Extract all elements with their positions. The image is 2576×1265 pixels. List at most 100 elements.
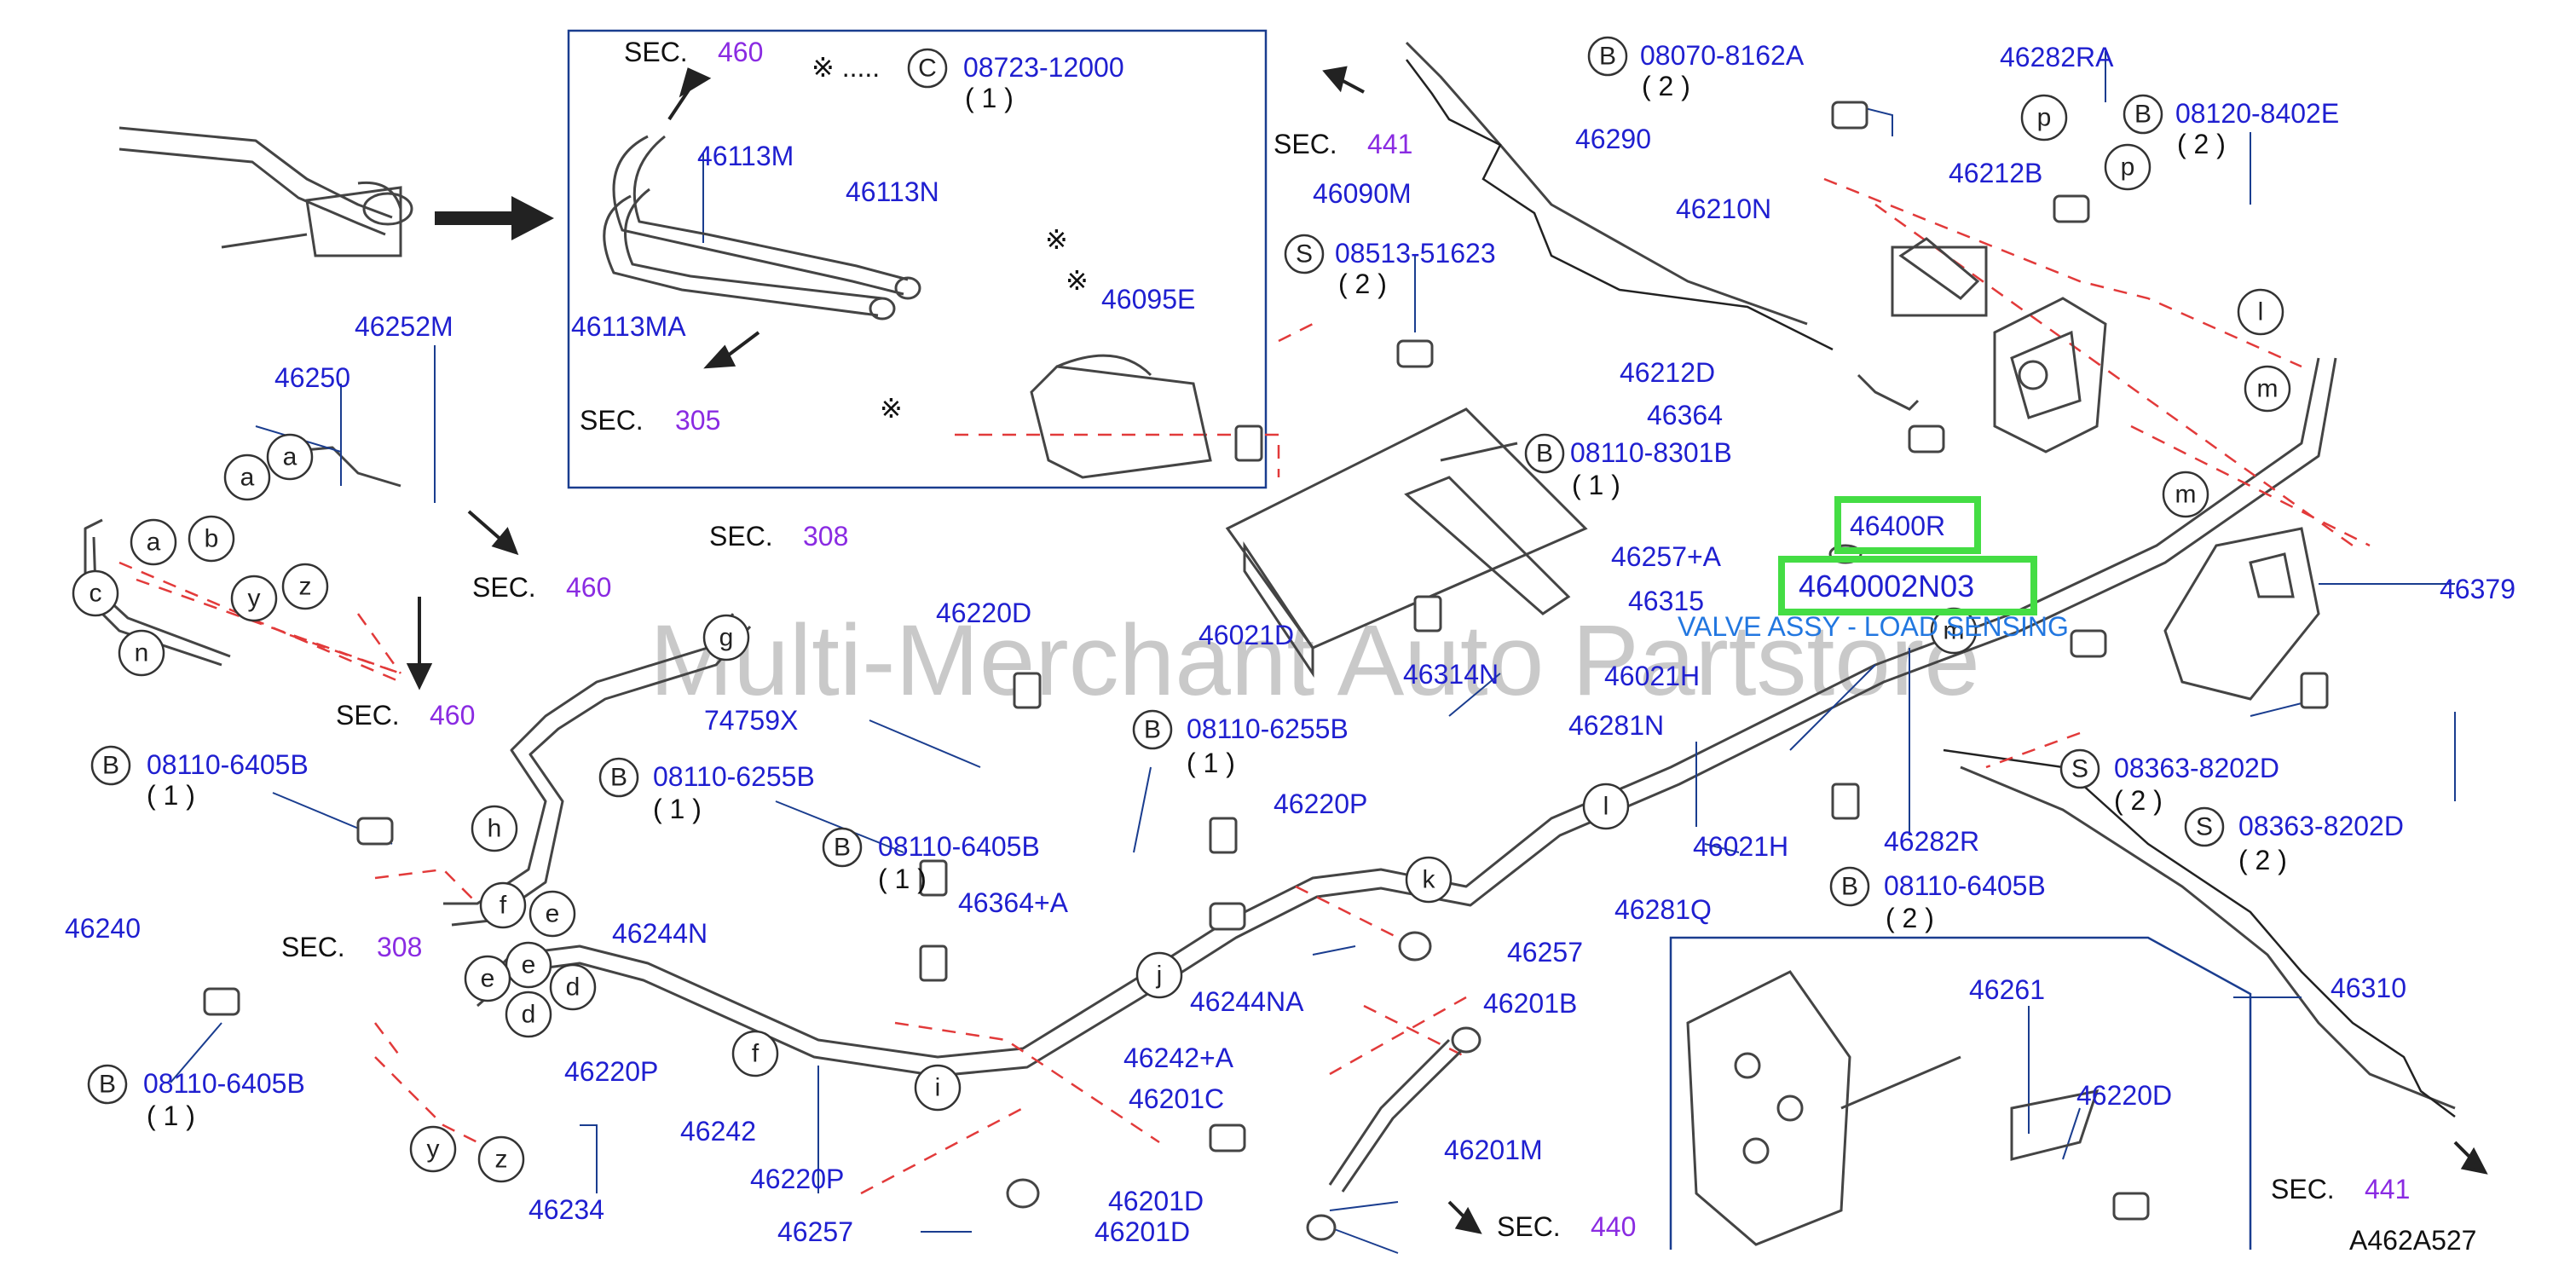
part-46310[interactable]: 46310	[2331, 973, 2406, 1003]
part-46281N[interactable]: 46281N	[1568, 710, 1664, 741]
part-46201D[interactable]: 46201D	[1108, 1186, 1204, 1216]
part-08110-6405B[interactable]: 08110-6405B	[878, 831, 1040, 862]
part-46212B[interactable]: 46212B	[1949, 158, 2042, 188]
circle-letter-b: b	[205, 525, 219, 553]
part-08110-6255B[interactable]: 08110-6255B	[1187, 713, 1349, 744]
circle-letter-j: j	[1156, 962, 1163, 990]
part-46379[interactable]: 46379	[2440, 574, 2515, 604]
sec-label: SEC.	[1497, 1211, 1561, 1242]
part-08110-6405B[interactable]: 08110-6405B	[1884, 870, 2046, 901]
part-08363-8202D[interactable]: 08363-8202D	[2114, 753, 2279, 783]
part-46281Q[interactable]: 46281Q	[1614, 894, 1712, 925]
part-46257[interactable]: 46257	[777, 1216, 853, 1247]
part-74759X[interactable]: 74759X	[704, 705, 798, 736]
qty-label: ( 2 )	[2238, 845, 2287, 875]
part-46257-A[interactable]: 46257+A	[1611, 541, 1722, 572]
part-46212D[interactable]: 46212D	[1620, 357, 1715, 388]
prefix-b: B	[2134, 101, 2151, 129]
part-46021D[interactable]: 46021D	[1198, 620, 1294, 650]
part-46090M[interactable]: 46090M	[1313, 178, 1412, 209]
note-text: ※ .....	[811, 52, 880, 83]
part-46242[interactable]: 46242	[680, 1116, 756, 1147]
circle-letter-p: p	[2121, 153, 2135, 182]
prefix-b: B	[1536, 440, 1553, 468]
circle-letter-m: m	[2175, 481, 2197, 509]
part-46252M[interactable]: 46252M	[355, 311, 453, 342]
part-46201D[interactable]: 46201D	[1095, 1216, 1190, 1247]
circled-letters	[72, 94, 2291, 1183]
part-08513-51623[interactable]: 08513-51623	[1335, 238, 1496, 269]
circle-letter-g: g	[719, 624, 734, 652]
part-46201M[interactable]: 46201M	[1444, 1135, 1543, 1165]
part-46113MA[interactable]: 46113MA	[571, 311, 686, 342]
leader-lines	[170, 51, 2456, 1254]
bracket-detail-art	[1686, 970, 2099, 1246]
part-46220D[interactable]: 46220D	[936, 598, 1031, 628]
circle-letter-h: h	[488, 815, 502, 843]
part-46250[interactable]: 46250	[274, 362, 350, 393]
circle-letter-a: a	[283, 443, 297, 471]
part-46364-A[interactable]: 46364+A	[958, 887, 1069, 918]
part-08110-6405B[interactable]: 08110-6405B	[143, 1068, 305, 1099]
highlight-box-46400R	[1834, 496, 1981, 554]
part-08120-8402E[interactable]: 08120-8402E	[2175, 98, 2339, 129]
part-46244NA[interactable]: 46244NA	[1190, 986, 1304, 1017]
part-46242-A[interactable]: 46242+A	[1123, 1043, 1234, 1073]
section-number-440: 440	[1591, 1211, 1636, 1242]
part-46113M[interactable]: 46113M	[697, 141, 794, 171]
part-46364[interactable]: 46364	[1647, 400, 1723, 430]
qty-label: ( 2 )	[1886, 903, 1934, 933]
qty-label: ( 1 )	[1187, 748, 1235, 778]
pipe-routes	[84, 41, 2456, 1110]
part-46095E[interactable]: 46095E	[1101, 284, 1195, 315]
part-46244N[interactable]: 46244N	[612, 918, 708, 949]
circle-letter-l: l	[1603, 793, 1609, 821]
part-08110-6405B[interactable]: 08110-6405B	[147, 749, 309, 780]
part-46021H[interactable]: 46021H	[1693, 831, 1788, 862]
part-46021H[interactable]: 46021H	[1604, 661, 1700, 691]
part-46282R[interactable]: 46282R	[1884, 826, 1979, 857]
arrow-right-icon	[435, 196, 554, 240]
circle-letter-p: p	[2037, 104, 2052, 132]
part-08110-6255B[interactable]: 08110-6255B	[653, 761, 815, 792]
part-46220D[interactable]: 46220D	[2076, 1080, 2172, 1111]
part-46400R[interactable]: 46400R	[1850, 511, 1945, 541]
circle-letter-y: y	[248, 585, 261, 613]
part-46201B[interactable]: 46201B	[1483, 988, 1577, 1019]
part-46290[interactable]: 46290	[1575, 124, 1651, 154]
part-46234[interactable]: 46234	[528, 1194, 604, 1225]
prefix-b: B	[834, 834, 851, 862]
part-08110-8301B[interactable]: 08110-8301B	[1570, 437, 1732, 468]
part-46261[interactable]: 46261	[1969, 974, 2045, 1005]
circle-letter-f: f	[500, 892, 507, 920]
part-46282RA[interactable]: 46282RA	[2000, 42, 2114, 72]
part-46220P[interactable]: 46220P	[750, 1164, 844, 1194]
note-symbol: ※	[1045, 224, 1068, 255]
part-46220P[interactable]: 46220P	[564, 1056, 658, 1087]
section-number-460: 460	[430, 700, 475, 731]
section-number-308: 308	[377, 932, 422, 962]
part-46210N[interactable]: 46210N	[1676, 194, 1771, 224]
part-46220P[interactable]: 46220P	[1274, 788, 1367, 819]
part-08363-8202D[interactable]: 08363-8202D	[2238, 811, 2404, 841]
part-46240[interactable]: 46240	[65, 913, 141, 944]
part-08070-8162A[interactable]: 08070-8162A	[1640, 40, 1805, 71]
circle-letter-i: i	[935, 1074, 941, 1102]
hose-46201M-art	[1328, 1026, 1481, 1193]
section-number-441: 441	[1367, 129, 1412, 159]
circle-letter-a: a	[240, 464, 255, 492]
part-4640002N03[interactable]: 4640002N03	[1799, 569, 1974, 604]
part-46113N[interactable]: 46113N	[846, 176, 939, 207]
circle-letter-n: n	[135, 639, 149, 667]
part-08723-12000[interactable]: 08723-12000	[963, 52, 1124, 83]
qty-label: ( 2 )	[2177, 129, 2226, 159]
qty-label: ( 1 )	[653, 794, 702, 824]
part-46257[interactable]: 46257	[1507, 937, 1583, 968]
part-46314N[interactable]: 46314N	[1403, 659, 1499, 690]
highlight-box-4640002N03	[1778, 556, 2037, 615]
prefix-b: B	[99, 1071, 116, 1099]
part-46315[interactable]: 46315	[1628, 586, 1704, 616]
qty-label: ( 1 )	[1572, 470, 1620, 500]
part-46201C[interactable]: 46201C	[1129, 1083, 1224, 1114]
circle-letter-m: m	[1944, 617, 1965, 645]
